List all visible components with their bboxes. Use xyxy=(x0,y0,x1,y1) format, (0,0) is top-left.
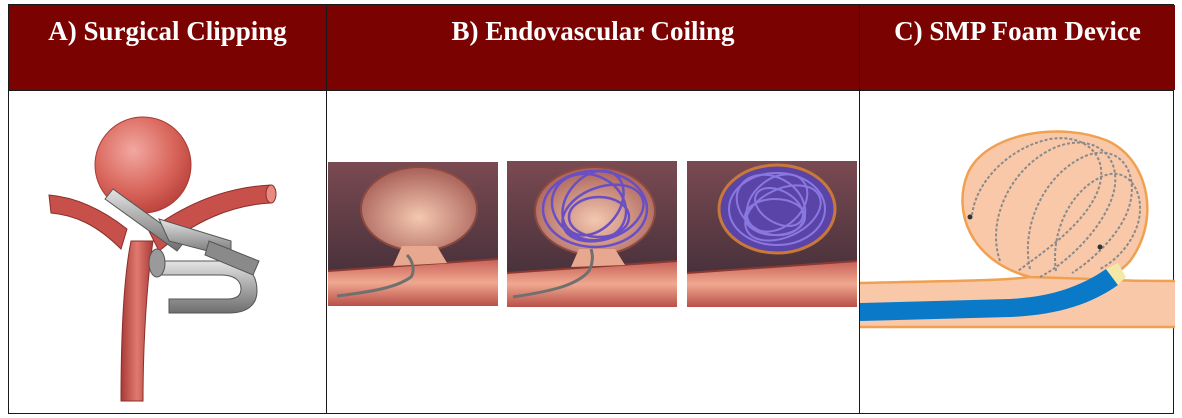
coiling-stage-2 xyxy=(507,159,677,307)
surgical-clip-illustration xyxy=(9,91,326,413)
coiling-stage-3 xyxy=(687,161,857,307)
comparison-table: A) Surgical Clipping B) Endovascular Coi… xyxy=(8,4,1174,414)
smp-foam-illustration xyxy=(860,91,1175,413)
header-cell-b: B) Endovascular Coiling xyxy=(327,5,859,90)
header-title-c: C) SMP Foam Device xyxy=(860,16,1175,47)
smp-foam-cell xyxy=(860,91,1175,413)
header-title-b: B) Endovascular Coiling xyxy=(327,16,859,47)
coil-embolization-illustration xyxy=(327,91,859,413)
coiling-cell xyxy=(327,91,859,413)
clipping-cell xyxy=(9,91,326,413)
coiling-stage-1 xyxy=(328,162,498,306)
header-cell-c: C) SMP Foam Device xyxy=(860,5,1175,90)
header-title-a: A) Surgical Clipping xyxy=(9,16,326,47)
header-cell-a: A) Surgical Clipping xyxy=(9,5,326,90)
